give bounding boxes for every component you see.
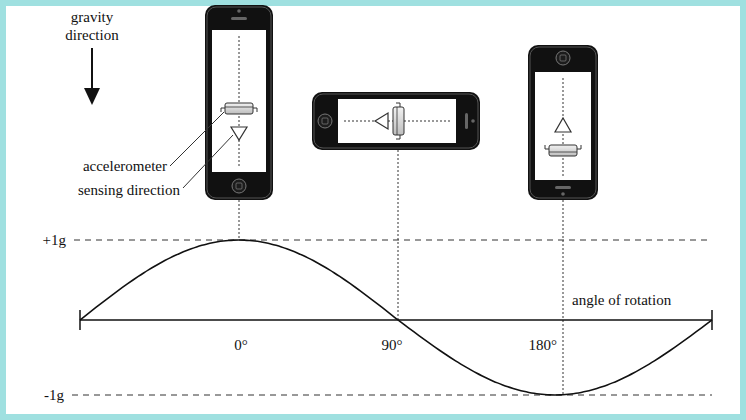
sensing-triangle [375,113,388,129]
guide-line [563,200,564,395]
value-label: -1g [44,386,64,404]
rotation-axis [80,310,712,330]
leader-line [183,135,233,188]
minus-one-g-line [72,395,712,396]
gravity-arrow [84,48,100,105]
tick-label: 0° [234,336,248,354]
phone-sideways [312,92,480,150]
tick-label: 180° [529,336,558,354]
gravity-label: gravity direction [52,8,132,44]
axis-label: angle of rotation [572,291,671,309]
sine-curve [80,240,712,395]
sensing-triangle [555,118,571,132]
guide-line [239,200,240,240]
accelerometer-chip [393,103,404,139]
plus-one-g-line [74,240,712,241]
leader-line [170,112,224,166]
part-label: sensing direction [78,181,180,199]
phone-upside-down [528,45,598,200]
value-label: +1g [43,231,66,249]
accelerometer-chip [221,103,257,114]
guide-line [398,150,399,320]
ground [6,6,740,414]
accelerometer-chip [545,145,581,156]
sensing-triangle [231,127,247,140]
phone-upright [205,5,273,200]
tick-label: 90° [382,336,403,354]
part-label: accelerometer [83,157,167,175]
